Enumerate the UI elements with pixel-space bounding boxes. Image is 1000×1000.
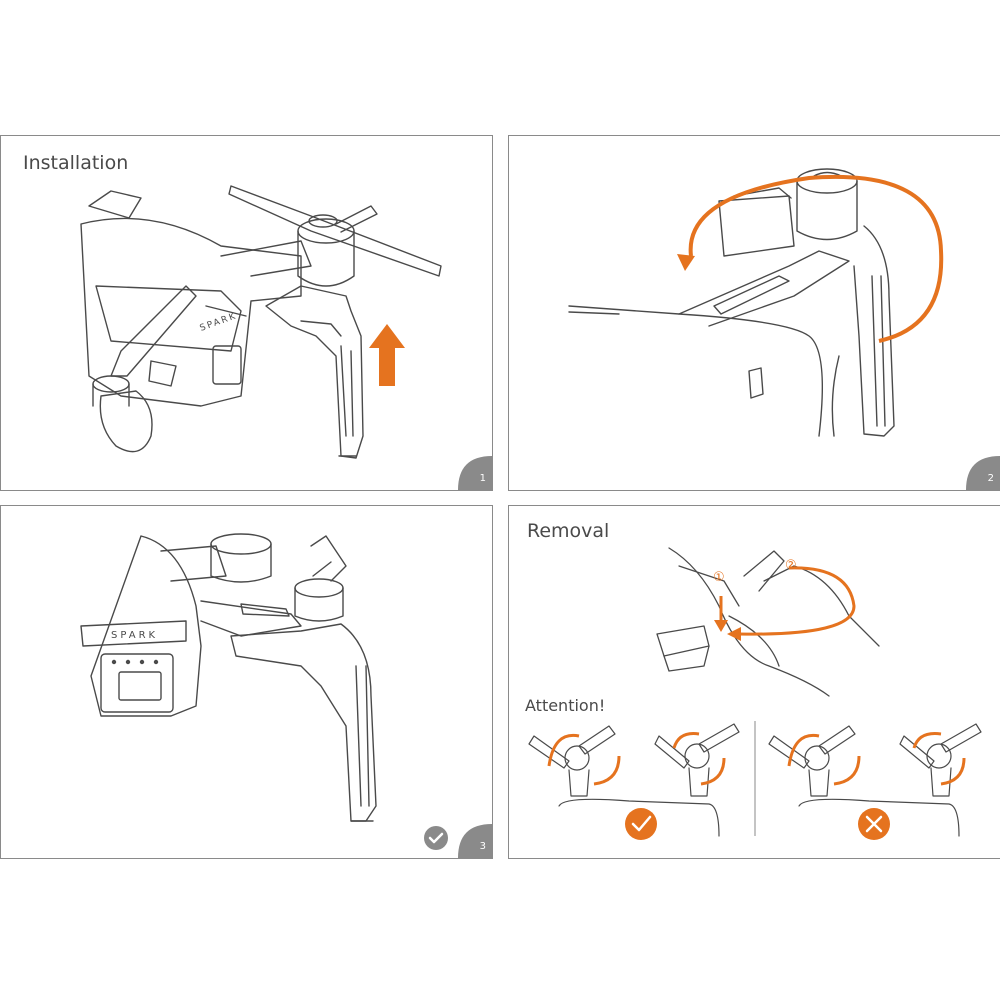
panel-title-installation: Installation [23, 152, 129, 174]
step-number-2: 2 [987, 473, 994, 484]
panel-installation-step-1: Installation SPARK [0, 135, 493, 491]
drone-installation-illustration: SPARK [80, 185, 442, 459]
panel-installation-step-3: SPARK 3 [0, 505, 493, 859]
spark-label-p3: SPARK [111, 630, 158, 641]
panel-installation-step-2: 2 [508, 135, 1000, 491]
removal-step-2-label: ② [785, 558, 797, 573]
check-icon [625, 808, 657, 840]
spark-label-p1: SPARK [199, 311, 239, 334]
panel-removal: Removal Attention! [508, 505, 1000, 859]
corner-step-badge-3: 3 [458, 824, 492, 858]
rotate-arrow-icon-removal [738, 566, 856, 636]
attention-label: Attention! [525, 696, 606, 715]
arrow-up-icon [369, 324, 405, 386]
corner-step-badge-2: 2 [966, 456, 1000, 490]
landing-leg-rotation-illustration [568, 168, 944, 437]
removal-step-1-label: ① [713, 570, 725, 585]
step-number-1: 1 [479, 473, 486, 484]
panel-title-removal: Removal [527, 520, 610, 542]
check-icon-badge [424, 826, 448, 850]
rotate-arrow-icon [688, 175, 944, 343]
corner-step-badge-1: 1 [458, 456, 492, 490]
removal-illustration [528, 547, 982, 840]
landing-leg-installed-illustration: SPARK [80, 533, 377, 822]
step-number-3: 3 [479, 841, 486, 852]
